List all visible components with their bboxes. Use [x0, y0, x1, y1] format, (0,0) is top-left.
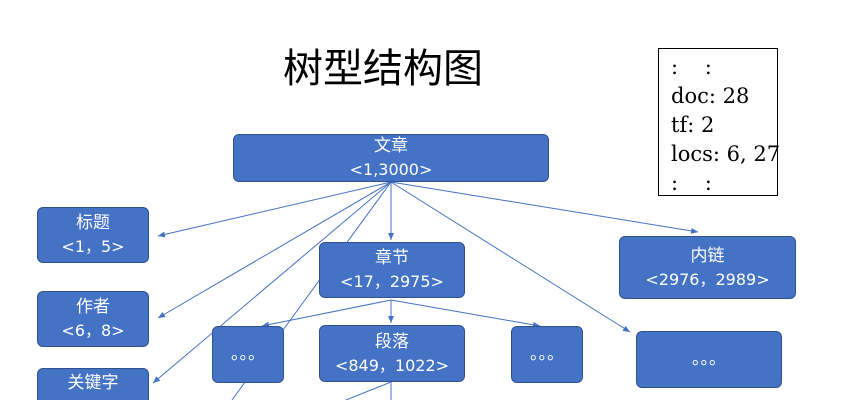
- node-dots-left-label: 。。。: [231, 344, 265, 364]
- edge-chapter-dotsleft: [261, 299, 392, 328]
- legend-line-3: tf: 2: [671, 113, 715, 137]
- node-author: 作者 <6，8>: [37, 291, 149, 347]
- node-root-range: <1,3000>: [349, 160, 433, 179]
- node-chapter-label: 章节: [375, 248, 409, 268]
- node-link: 内链 <2976，2989>: [619, 236, 796, 299]
- node-title-range: <1，5>: [61, 237, 125, 256]
- node-dots-far: 。。。: [636, 331, 782, 388]
- node-dots-right: 。。。: [511, 326, 583, 383]
- edge-chapter-dotsright: [390, 299, 541, 328]
- node-paragraph-range: <849，1022>: [334, 355, 450, 375]
- node-dots-left: 。。。: [212, 326, 284, 383]
- legend-line-1: : :: [671, 55, 712, 79]
- node-title: 标题 <1，5>: [37, 207, 149, 263]
- node-chapter-range: <17，2975>: [340, 272, 444, 291]
- edge-root-dotsfar: [390, 181, 631, 333]
- node-dots-right-label: 。。。: [530, 344, 564, 364]
- edge-root-link: [390, 181, 699, 234]
- edge-root-keyword: [152, 181, 392, 384]
- legend-line-2: doc: 28: [671, 84, 750, 108]
- legend-line-4: locs: 6, 27: [671, 142, 781, 166]
- node-root: 文章 <1,3000>: [233, 134, 549, 182]
- node-author-range: <6，8>: [61, 321, 125, 340]
- node-paragraph-label: 段落: [375, 331, 409, 352]
- legend-line-5: : :: [671, 171, 712, 195]
- node-dots-far-label: 。。。: [692, 349, 726, 369]
- posting-legend-box: : : doc: 28 tf: 2 locs: 6, 27 : :: [658, 48, 781, 196]
- edge-para-down-1: [345, 381, 392, 400]
- node-title-label: 标题: [76, 213, 110, 233]
- node-link-range: <2976，2989>: [645, 269, 770, 289]
- node-keyword-label: 关键字: [67, 373, 119, 393]
- node-author-label: 作者: [76, 297, 110, 317]
- edge-root-author: [157, 181, 392, 319]
- node-paragraph: 段落 <849，1022>: [319, 325, 465, 382]
- node-keyword: 关键字: [37, 368, 149, 400]
- node-chapter: 章节 <17，2975>: [319, 242, 465, 298]
- diagram-title: 树型结构图: [283, 46, 483, 92]
- node-root-label: 文章: [374, 136, 408, 156]
- edge-root-title: [157, 181, 392, 238]
- node-link-label: 内链: [690, 245, 725, 266]
